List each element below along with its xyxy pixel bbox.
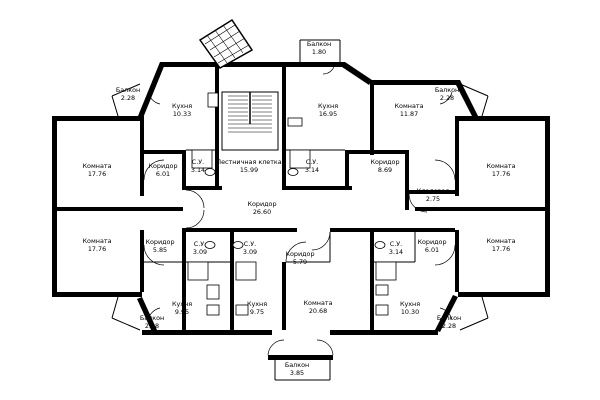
room-label-bath-se: С.У.3.14 xyxy=(388,240,404,256)
room-label-bath-s2: С.У.3.09 xyxy=(242,240,258,256)
bath-fixtures xyxy=(187,92,397,316)
interior-walls xyxy=(57,67,545,330)
room-label-bath-s1: С.У.3.09 xyxy=(192,240,208,256)
hatched-shaft xyxy=(198,18,254,69)
outer-walls xyxy=(52,62,550,360)
room-label-bath-nw: С.У.3.14 xyxy=(190,158,206,174)
staircase xyxy=(221,91,279,151)
door-swings xyxy=(143,61,456,356)
room-label-bath-n: С.У.3.14 xyxy=(304,158,320,174)
